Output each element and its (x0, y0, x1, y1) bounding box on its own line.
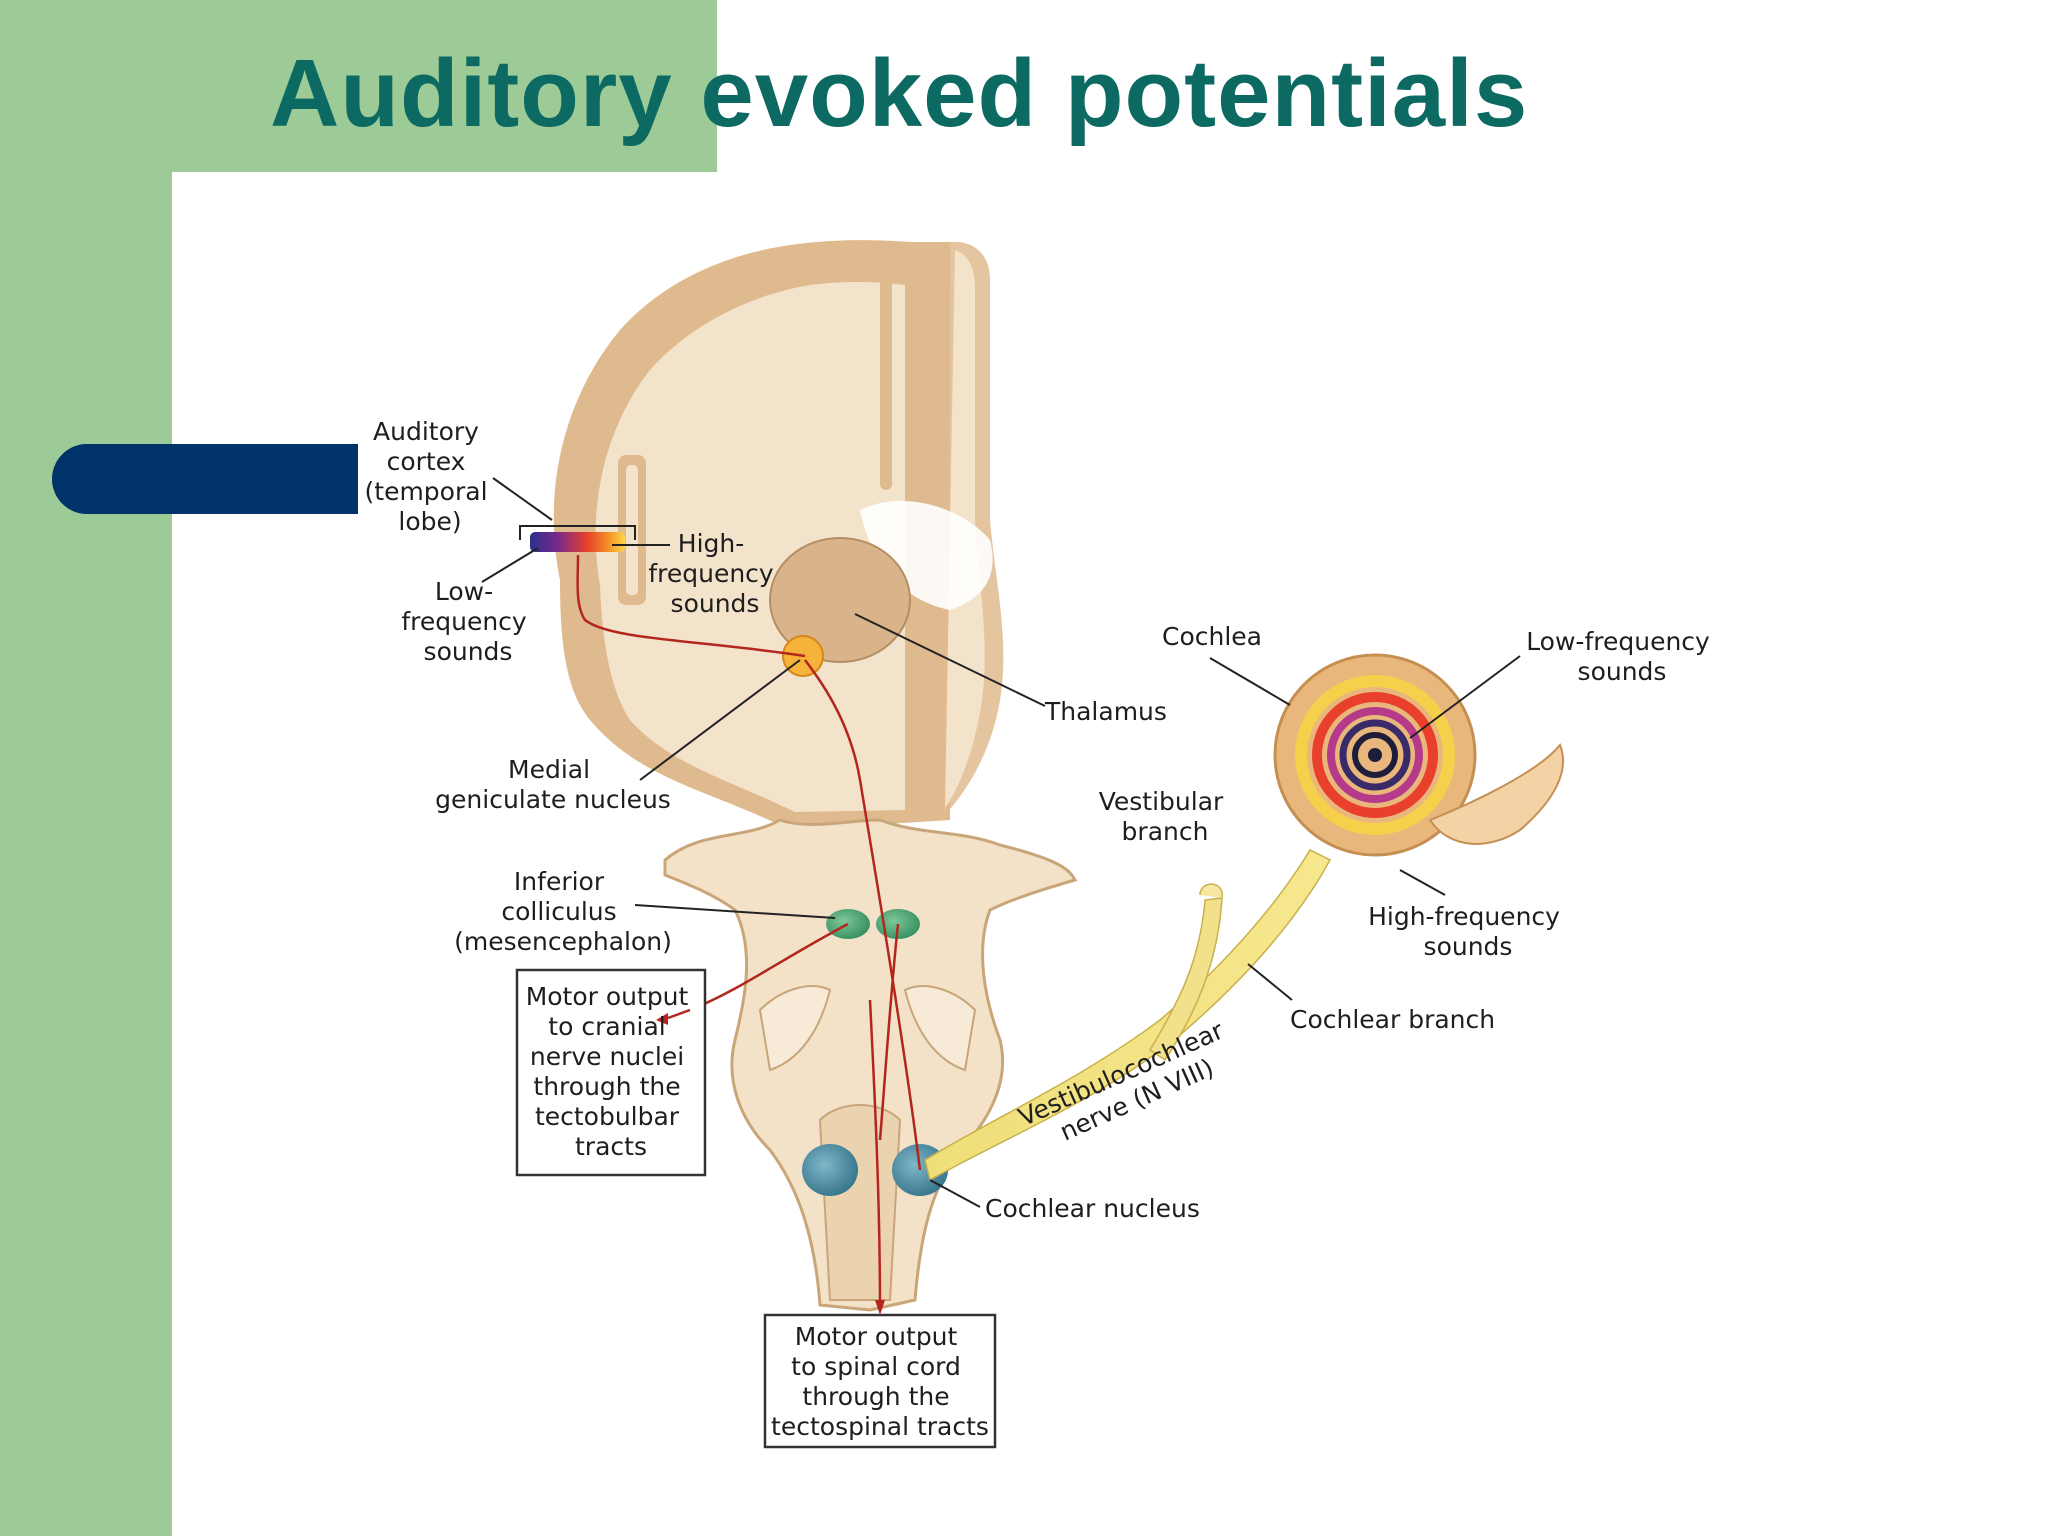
label-inferior-colliculus: Inferior colliculus (mesencephalon) (454, 867, 672, 956)
green-sidebar-bar (0, 0, 172, 1536)
content-panel (172, 172, 2048, 1536)
vestibulocochlear-nerve (924, 849, 1332, 1182)
label-high-frequency-cochlea: High-frequency sounds (1368, 902, 1568, 961)
leader-lines (481, 477, 1521, 1208)
brainstem (663, 818, 1078, 1312)
navy-accent-tab (52, 444, 358, 514)
label-auditory-cortex: Auditory cortex (temporal lobe) (365, 417, 496, 536)
cochlear-nucleus-left (802, 1144, 858, 1196)
slide-title-part-1: Auditory (270, 40, 673, 147)
box-motor-output-cranial (515, 968, 707, 1177)
slide-title-part-2: evoked potentials (672, 40, 1529, 147)
label-high-frequency-cortex: High- frequency sounds (648, 529, 781, 618)
label-cochlea: Cochlea (1162, 622, 1262, 651)
label-vestibulocochlear-nerve: Vestibulocochlear nerve (N VIII) (1014, 1012, 1247, 1159)
label-thalamus: Thalamus (1044, 697, 1167, 726)
nerve-and-cochlea (924, 653, 1565, 1182)
auditory-pathways (576, 554, 922, 1311)
label-low-frequency-cortex: Low- frequency sounds (401, 577, 534, 666)
thalamus-shape (769, 537, 911, 663)
label-motor-output-spinal: Motor output to spinal cord through the … (771, 1322, 989, 1441)
green-title-block (0, 0, 717, 172)
slide-title: Auditory evoked potentials (270, 34, 1528, 154)
svg-text:Vestibulocochlear nerv: Vestibulocochlear nerve (N VIII) (1014, 1012, 1247, 1159)
label-cochlear-branch: Cochlear branch (1290, 1005, 1495, 1034)
label-vestibular-branch: Vestibular branch (1099, 787, 1232, 846)
motor-output-boxes (515, 968, 997, 1449)
label-medial-geniculate: Medial geniculate nucleus (435, 755, 671, 814)
label-cochlear-nucleus: Cochlear nucleus (985, 1194, 1200, 1223)
box-motor-output-spinal (763, 1313, 997, 1449)
brain-section (519, 240, 1004, 830)
label-low-frequency-cochlea: Low-frequency sounds (1526, 627, 1718, 686)
label-motor-output-cranial: Motor output to cranial nerve nuclei thr… (526, 982, 697, 1161)
auditory-cortex-band (530, 532, 625, 552)
vestibular-branch-shape (1148, 897, 1223, 1062)
